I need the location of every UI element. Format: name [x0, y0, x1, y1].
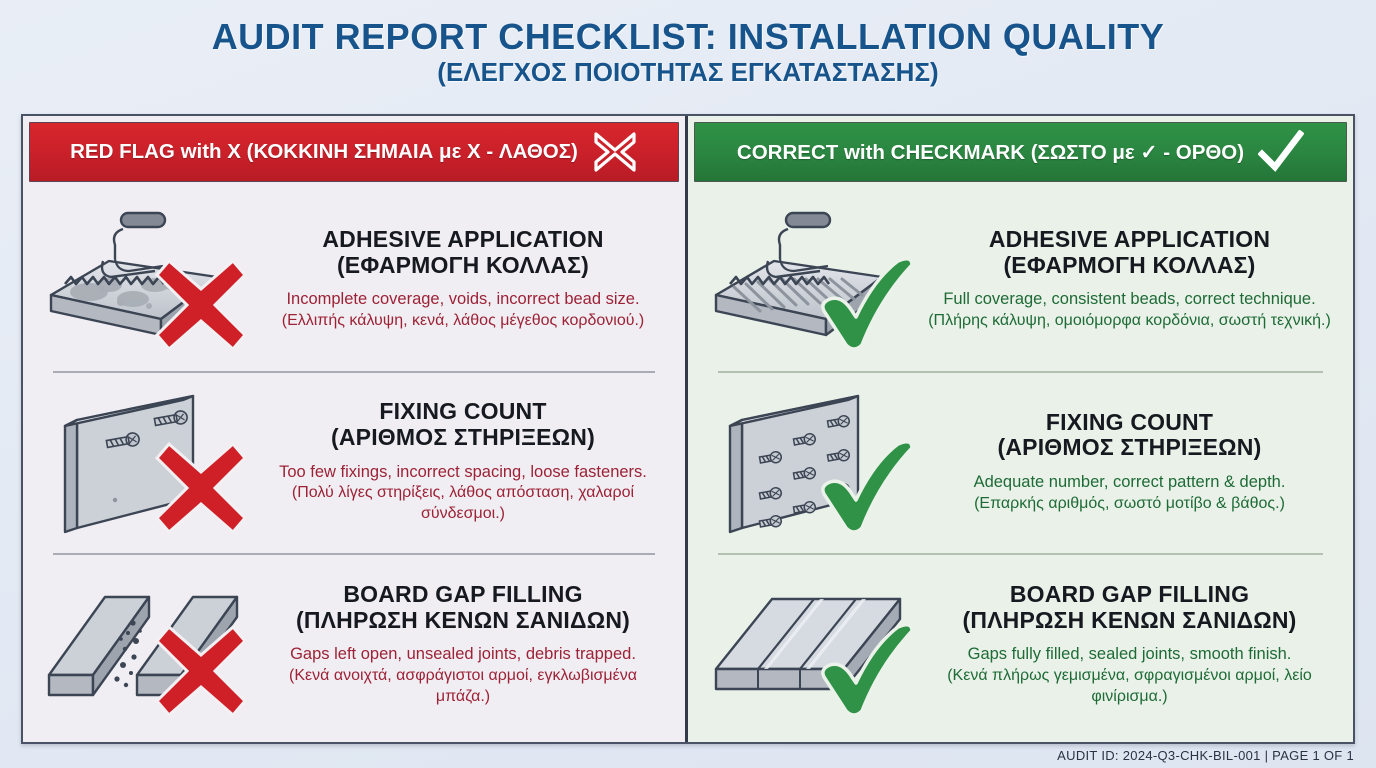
item-title-en: FIXING COUNT	[1045, 408, 1214, 435]
page-title: AUDIT REPORT CHECKLIST: INSTALLATION QUA…	[211, 16, 1165, 57]
red-x-icon	[154, 624, 248, 717]
red-flag-rows: ADHESIVE APPLICATION (ΕΦΑΡΜΟΓΗ ΚΟΛΛΑΣ) I…	[23, 188, 685, 742]
x-mark-icon	[592, 130, 638, 174]
item-title-en: BOARD GAP FILLING	[1009, 580, 1250, 607]
item-desc-el: (Πλήρης κάλυψη, ομοιόμορφα κορδόνια, σωσ…	[928, 311, 1331, 329]
board-many-screws-illustration	[702, 382, 926, 542]
item-title-el: (ΑΡΙΘΜΟΣ ΣΤΗΡΙΞΕΩΝ)	[331, 423, 595, 450]
item-title-el: (ΠΛΗΡΩΣΗ ΚΕΝΩΝ ΣΑΝΙΔΩΝ)	[295, 606, 631, 633]
trowel-ribbed-adhesive-illustration	[702, 199, 926, 359]
item-desc-en: Too few fixings, incorrect spacing, loos…	[279, 462, 647, 481]
boards-filled-joints-illustration	[702, 565, 926, 725]
item-desc-en: Adequate number, correct pattern & depth…	[973, 473, 1286, 492]
item-desc-el: (Κενά ανοιχτά, ασφράγιστοι αρμοί, εγκλωβ…	[289, 666, 637, 705]
item-desc-en: Incomplete coverage, voids, incorrect be…	[286, 290, 640, 309]
list-item: FIXING COUNT (ΑΡΙΘΜΟΣ ΣΤΗΡΙΞΕΩΝ) Adequat…	[702, 370, 1339, 554]
item-desc-en: Full coverage, consistent beads, correct…	[943, 290, 1316, 309]
page-title-block: AUDIT REPORT CHECKLIST: INSTALLATION QUA…	[0, 0, 1376, 88]
item-title-en: BOARD GAP FILLING	[343, 580, 583, 607]
item-desc-el: (Κενά πλήρως γεμισμένα, σφραγισμένοι αρμ…	[947, 666, 1312, 705]
page-subtitle: (ΕΛΕΓΧΟΣ ΠΟΙΟΤΗΤΑΣ ΕΓΚΑΤΑΣΤΑΣΗΣ)	[437, 56, 939, 87]
checkmark-icon	[1258, 130, 1305, 174]
item-desc-el: (Πολύ λίγες στηρίξεις, λάθος απόσταση, χ…	[291, 484, 635, 522]
item-desc-el: (Ελλιπής κάλυψη, κενά, λάθος μέγεθος κορ…	[281, 311, 645, 329]
red-flag-header: RED FLAG with X (ΚΟΚΚΙΝΗ ΣΗΜΑΙΑ με X - Λ…	[29, 122, 679, 182]
list-item: BOARD GAP FILLING (ΠΛΗΡΩΣΗ ΚΕΝΩΝ ΣΑΝΙΔΩΝ…	[37, 553, 671, 736]
trowel-patchy-adhesive-illustration	[37, 199, 261, 359]
correct-header-label: CORRECT with CHECKMARK (ΣΩΣΤΟ με ✓ - ΟΡΘ…	[736, 140, 1245, 164]
correct-rows: ADHESIVE APPLICATION (ΕΦΑΡΜΟΓΗ ΚΟΛΛΑΣ) F…	[688, 188, 1353, 742]
item-desc-en: Gaps left open, unsealed joints, debris …	[290, 645, 636, 664]
list-item-text: BOARD GAP FILLING (ΠΛΗΡΩΣΗ ΚΕΝΩΝ ΣΑΝΙΔΩΝ…	[261, 580, 671, 708]
list-item: FIXING COUNT (ΑΡΙΘΜΟΣ ΣΤΗΡΙΞΕΩΝ) Too few…	[37, 370, 671, 554]
correct-column: CORRECT with CHECKMARK (ΣΩΣΤΟ με ✓ - ΟΡΘ…	[688, 116, 1353, 742]
red-x-icon	[154, 441, 248, 535]
green-check-icon	[821, 440, 914, 534]
list-item: ADHESIVE APPLICATION (ΕΦΑΡΜΟΓΗ ΚΟΛΛΑΣ) I…	[37, 188, 671, 371]
list-item-text: BOARD GAP FILLING (ΠΛΗΡΩΣΗ ΚΕΝΩΝ ΣΑΝΙΔΩΝ…	[926, 580, 1339, 708]
boards-open-gap-debris-illustration	[37, 565, 261, 725]
checklist-panel: RED FLAG with X (ΚΟΚΚΙΝΗ ΣΗΜΑΙΑ με X - Λ…	[21, 114, 1355, 744]
red-flag-column: RED FLAG with X (ΚΟΚΚΙΝΗ ΣΗΜΑΙΑ με X - Λ…	[23, 116, 688, 742]
list-item-text: FIXING COUNT (ΑΡΙΘΜΟΣ ΣΤΗΡΙΞΕΩΝ) Too few…	[261, 398, 671, 525]
board-two-screws-illustration	[37, 382, 261, 542]
item-title-el: (ΕΦΑΡΜΟΓΗ ΚΟΛΛΑΣ)	[336, 251, 590, 278]
item-title-en: ADHESIVE APPLICATION	[988, 225, 1271, 252]
item-title-el: (ΠΛΗΡΩΣΗ ΚΕΝΩΝ ΣΑΝΙΔΩΝ)	[962, 606, 1297, 633]
item-title-el: (ΕΦΑΡΜΟΓΗ ΚΟΛΛΑΣ)	[1003, 251, 1256, 278]
item-title-el: (ΑΡΙΘΜΟΣ ΣΤΗΡΙΞΕΩΝ)	[997, 434, 1262, 461]
red-flag-header-label: RED FLAG with X (ΚΟΚΚΙΝΗ ΣΗΜΑΙΑ με X - Λ…	[70, 140, 578, 163]
list-item-text: FIXING COUNT (ΑΡΙΘΜΟΣ ΣΤΗΡΙΞΕΩΝ) Adequat…	[926, 408, 1339, 515]
item-title-en: FIXING COUNT	[379, 398, 547, 425]
item-desc-en: Gaps fully filled, sealed joints, smooth…	[967, 645, 1292, 664]
red-x-icon	[154, 259, 248, 352]
green-check-icon	[821, 257, 914, 352]
audit-id-footer: AUDIT ID: 2024-Q3-CHK-BIL-001 | PAGE 1 O…	[1057, 748, 1354, 763]
list-item-text: ADHESIVE APPLICATION (ΕΦΑΡΜΟΓΗ ΚΟΛΛΑΣ) F…	[926, 225, 1339, 332]
item-desc-el: (Επαρκής αριθμός, σωστό μοτίβο & βάθος.)	[974, 494, 1285, 512]
item-title-en: ADHESIVE APPLICATION	[322, 225, 604, 252]
list-item-text: ADHESIVE APPLICATION (ΕΦΑΡΜΟΓΗ ΚΟΛΛΑΣ) I…	[261, 225, 671, 332]
correct-header: CORRECT with CHECKMARK (ΣΩΣΤΟ με ✓ - ΟΡΘ…	[694, 122, 1347, 182]
list-item: BOARD GAP FILLING (ΠΛΗΡΩΣΗ ΚΕΝΩΝ ΣΑΝΙΔΩΝ…	[702, 553, 1339, 736]
list-item: ADHESIVE APPLICATION (ΕΦΑΡΜΟΓΗ ΚΟΛΛΑΣ) F…	[702, 188, 1339, 371]
green-check-icon	[821, 622, 914, 717]
